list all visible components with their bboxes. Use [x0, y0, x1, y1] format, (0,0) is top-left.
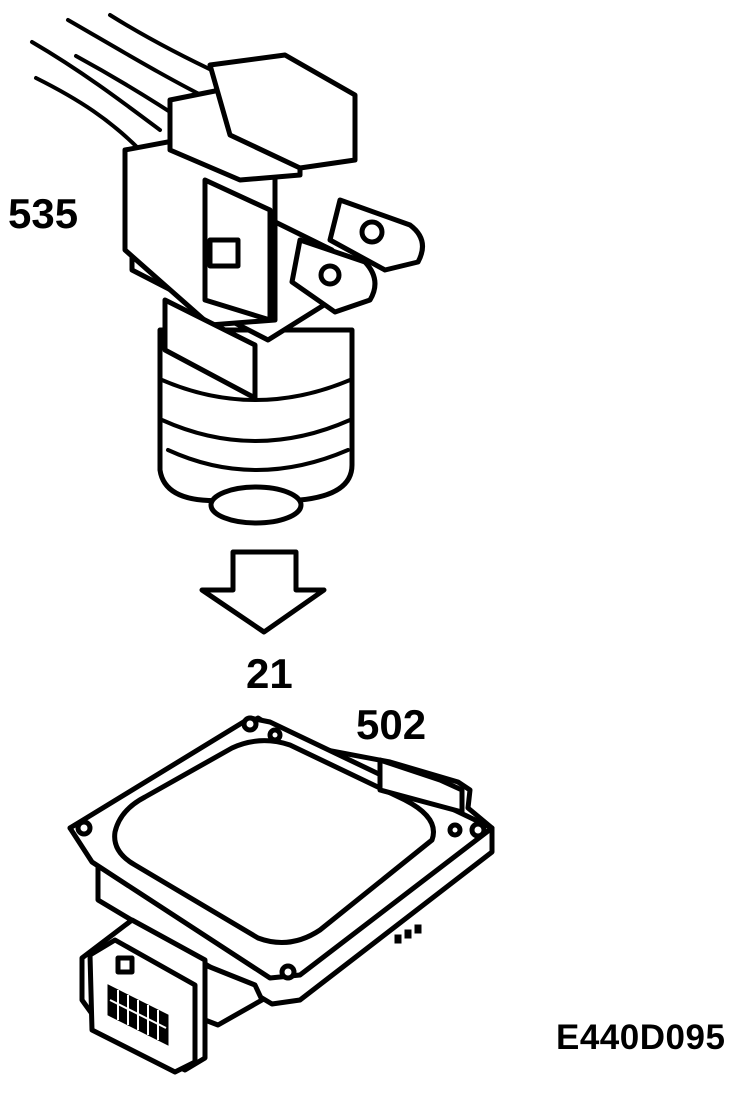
arrow-label-21: 21 [246, 650, 293, 697]
figure-code: E440D095 [556, 1018, 726, 1057]
arrow-21 [199, 549, 327, 635]
component-label-502: 502 [356, 701, 427, 748]
component-label-535: 535 [8, 190, 79, 237]
component-502-drawing [67, 715, 495, 1075]
component-535-drawing [30, 13, 425, 526]
